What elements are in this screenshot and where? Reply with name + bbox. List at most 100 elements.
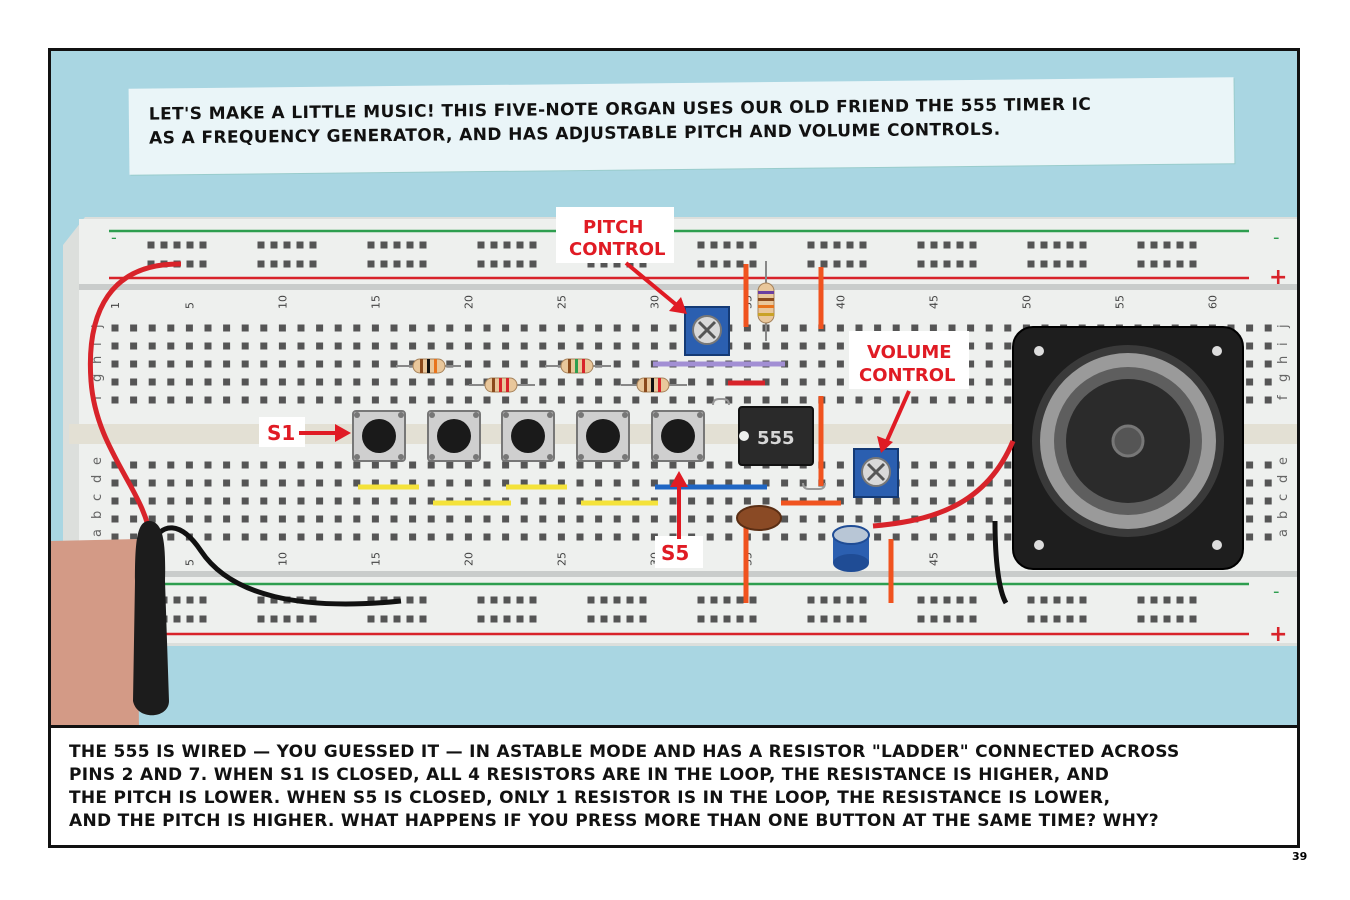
hole (855, 396, 863, 404)
hole (390, 360, 398, 368)
hole (985, 324, 993, 332)
hole (502, 360, 510, 368)
hole (967, 533, 975, 541)
hole (669, 497, 677, 505)
hole (781, 479, 789, 487)
pushbutton-s3[interactable] (501, 410, 555, 462)
hole (1246, 396, 1254, 404)
hole (911, 461, 919, 469)
rail-hole (309, 615, 317, 623)
hole (204, 533, 212, 541)
rail-hole (820, 260, 828, 268)
hole (539, 461, 547, 469)
hole (1246, 479, 1254, 487)
row-letter: a (1276, 529, 1291, 537)
row-letter: b (90, 511, 105, 519)
hole (111, 461, 119, 469)
pushbutton-s2[interactable] (427, 410, 481, 462)
hole (539, 497, 547, 505)
hole (929, 515, 937, 523)
volume-control-potentiometer[interactable] (853, 448, 899, 498)
hole (111, 324, 119, 332)
hole (613, 461, 621, 469)
hole (297, 533, 305, 541)
hole (371, 396, 379, 404)
hole (874, 515, 882, 523)
rail-hole (173, 241, 181, 249)
hole (427, 515, 435, 523)
rail-hole (697, 615, 705, 623)
rail-hole (859, 260, 867, 268)
hole (111, 533, 119, 541)
hole (743, 497, 751, 505)
resistor (545, 358, 611, 374)
pitch-control-potentiometer[interactable] (684, 306, 730, 356)
rail-hole (736, 615, 744, 623)
hole (260, 342, 268, 350)
hole (743, 479, 751, 487)
rail-divider-bottom (79, 571, 1297, 577)
hole (483, 324, 491, 332)
rail-hole (406, 241, 414, 249)
hole (185, 378, 193, 386)
rail-hole (419, 241, 427, 249)
pushbutton-s1[interactable] (352, 410, 406, 462)
rail-hole (529, 260, 537, 268)
rail-hole (833, 241, 841, 249)
rail-hole (943, 596, 951, 604)
hole (316, 461, 324, 469)
hole (464, 342, 472, 350)
rail-hole (380, 615, 388, 623)
hole (409, 324, 417, 332)
hole (781, 396, 789, 404)
rail-hole (1189, 615, 1197, 623)
hole (967, 378, 975, 386)
hole (241, 324, 249, 332)
hole (353, 342, 361, 350)
hole (1264, 342, 1272, 350)
hole (502, 324, 510, 332)
hole (1004, 378, 1012, 386)
hole (278, 342, 286, 350)
hole (1264, 360, 1272, 368)
hole (929, 396, 937, 404)
hole (1246, 497, 1254, 505)
top-caption-line2: AS A FREQUENCY GENERATOR, AND HAS ADJUST… (148, 119, 1001, 149)
hole (911, 533, 919, 541)
resistor (621, 377, 687, 393)
pushbutton-s5[interactable] (651, 410, 705, 462)
hole (967, 360, 975, 368)
hole (1246, 515, 1254, 523)
hole (948, 461, 956, 469)
hole (278, 533, 286, 541)
hole (185, 360, 193, 368)
hole (669, 342, 677, 350)
hole (706, 515, 714, 523)
rail-hole (309, 260, 317, 268)
hole (353, 497, 361, 505)
row-letter: c (90, 494, 105, 501)
rail-hole (490, 596, 498, 604)
rail-hole (309, 241, 317, 249)
resistor (396, 358, 461, 374)
hole (427, 378, 435, 386)
hole (167, 378, 175, 386)
hole (464, 479, 472, 487)
hole (297, 497, 305, 505)
row-letter: c (1276, 494, 1291, 501)
hole (1004, 324, 1012, 332)
hole (111, 396, 119, 404)
rail-hole (917, 260, 925, 268)
rail-hole (503, 241, 511, 249)
hole (278, 360, 286, 368)
hole (948, 479, 956, 487)
rail-hole (503, 615, 511, 623)
hole (111, 515, 119, 523)
hole (111, 342, 119, 350)
hole (148, 479, 156, 487)
pushbutton-s4[interactable] (576, 410, 630, 462)
hole (204, 378, 212, 386)
hole (1004, 461, 1012, 469)
hole (650, 461, 658, 469)
hole (576, 533, 584, 541)
